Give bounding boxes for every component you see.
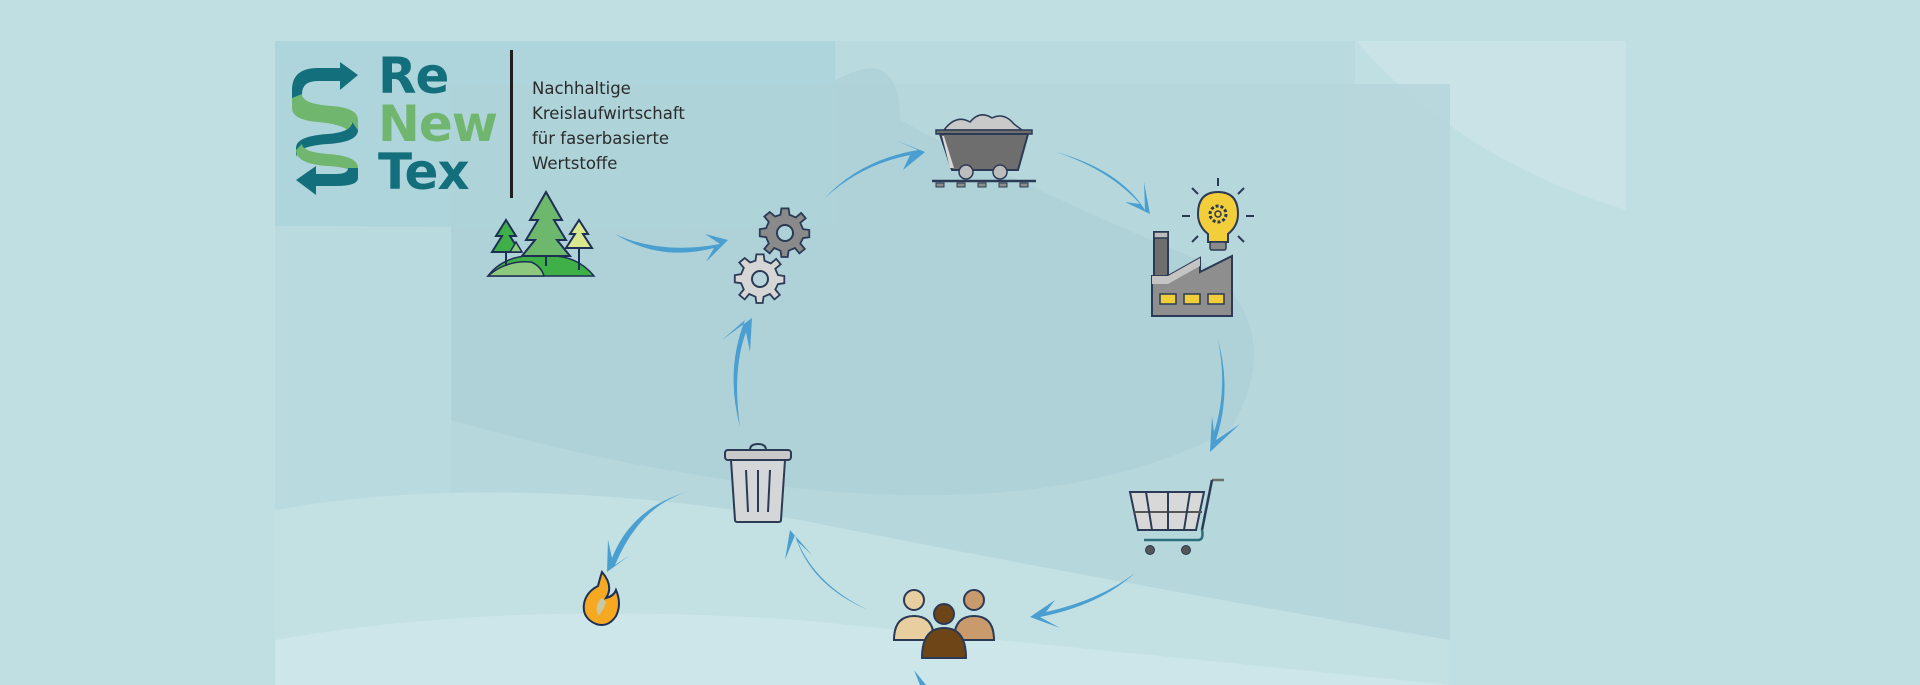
- tagline-line: für faserbasierte: [532, 129, 670, 148]
- gears-icon: [733, 207, 811, 304]
- arrow-retail-to-consumers: [1030, 573, 1135, 628]
- renewtex-spiral-icon: [292, 62, 358, 195]
- people-icon: [892, 589, 996, 659]
- logo-text-new: New: [378, 95, 498, 153]
- arrow-waste-to-incineration: [607, 491, 690, 572]
- logo-tagline: Nachhaltige Kreislaufwirtschaft für fase…: [532, 76, 685, 176]
- trash-bin-icon: [724, 442, 792, 523]
- arrow-production-to-retail: [1210, 340, 1240, 452]
- arrow-partial-bottom: [914, 670, 926, 685]
- fire-icon: [582, 570, 620, 626]
- tagline-line: Nachhaltige: [532, 79, 631, 98]
- logo-text-re: Re: [378, 47, 449, 105]
- arrow-material-to-production: [1056, 152, 1150, 214]
- arrow-waste-to-processing: [722, 318, 752, 427]
- shopping-cart-icon: [1128, 478, 1224, 555]
- mine-cart-icon: [932, 114, 1036, 188]
- forest-icon: [486, 190, 596, 277]
- tagline-line: Kreislaufwirtschaft: [532, 104, 685, 123]
- arrow-forest-to-processing: [615, 234, 728, 262]
- tagline-line: Wertstoffe: [532, 154, 618, 173]
- logo-divider: [510, 50, 513, 198]
- arrow-processing-to-material: [825, 140, 925, 198]
- factory-idea-icon: [1151, 178, 1254, 317]
- logo-text-tex: Tex: [378, 143, 470, 201]
- arrow-consumers-to-waste: [785, 530, 868, 610]
